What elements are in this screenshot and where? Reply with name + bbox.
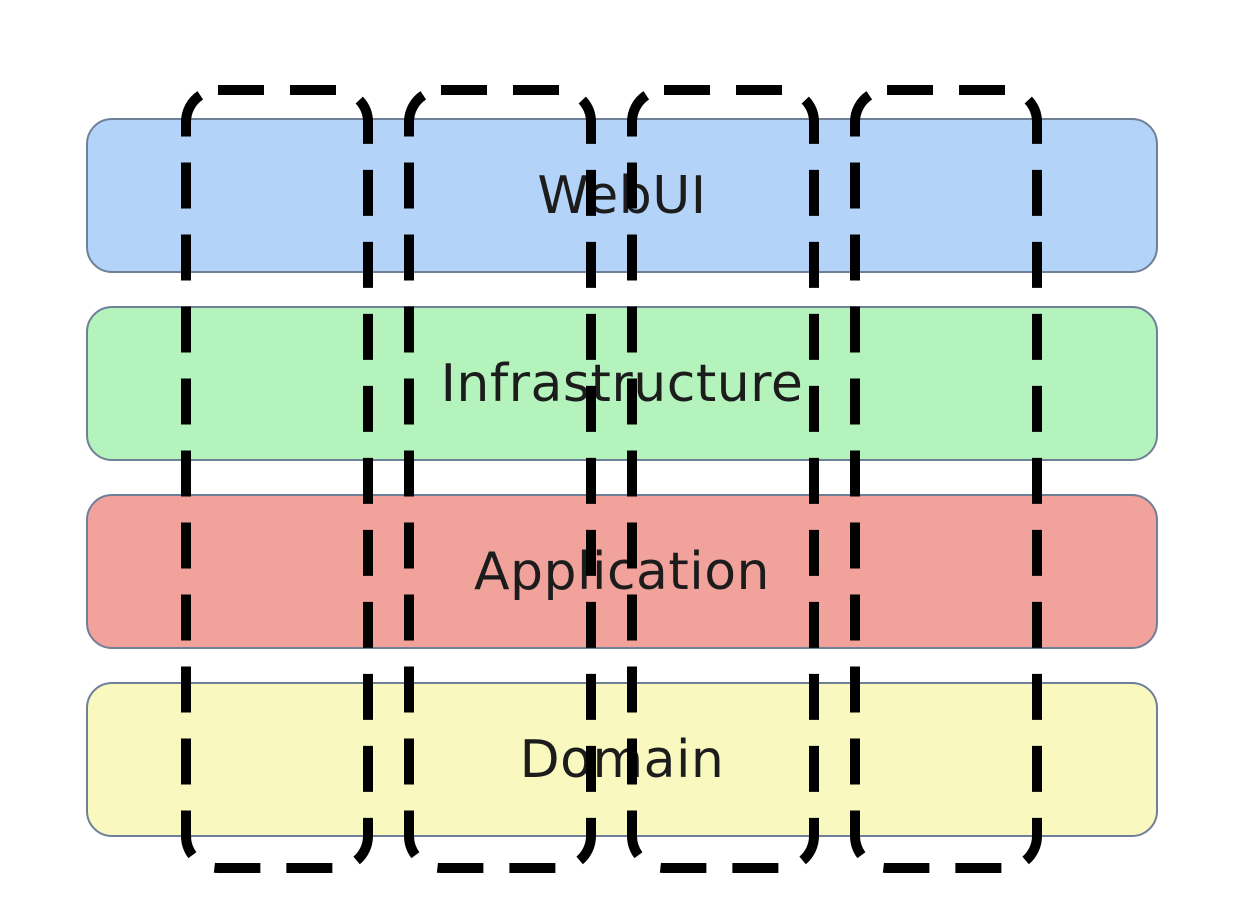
layer-webui: WebUI [86,118,1158,273]
layer-application: Application [86,494,1158,649]
layer-infrastructure: Infrastructure [86,306,1158,461]
layer-label-infrastructure: Infrastructure [440,353,804,414]
layer-label-webui: WebUI [537,165,707,226]
layer-label-domain: Domain [519,729,725,790]
layer-domain: Domain [86,682,1158,837]
layer-label-application: Application [473,541,771,602]
